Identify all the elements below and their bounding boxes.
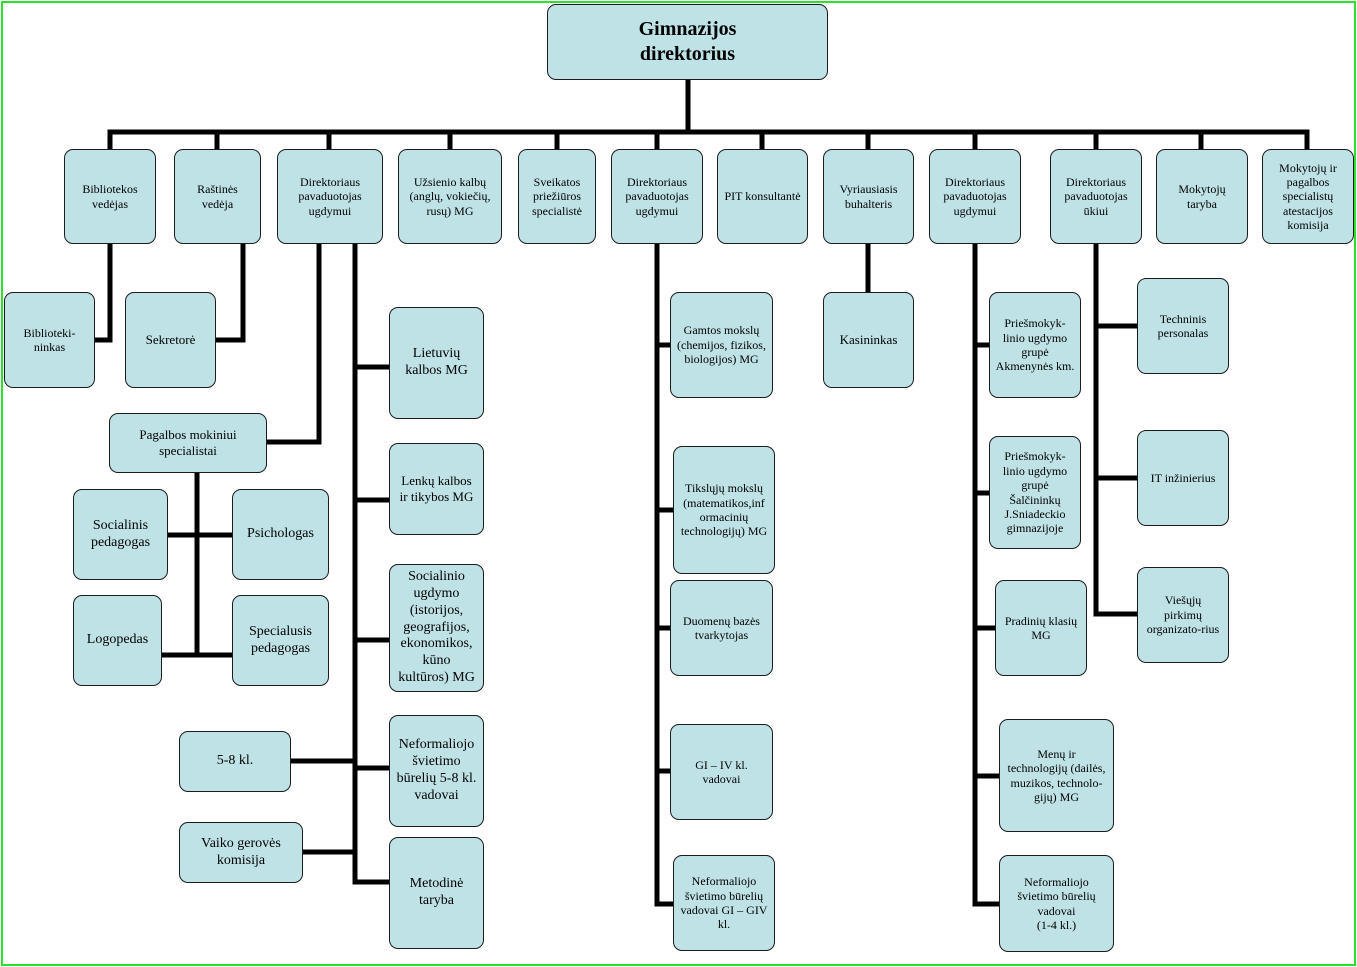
node-kasininkas: Kasininkas xyxy=(823,292,914,388)
node-tiksliuju-mokslu-mg: Tikslųjų mokslų (matematikos,inf ormacin… xyxy=(673,446,775,574)
node-pagalbos-mokiniui-specialistai: Pagalbos mokiniui specialistai xyxy=(109,413,267,473)
node-bibliotekininkas: Biblioteki- ninkas xyxy=(4,292,95,388)
node-lenku-kalbos-mg: Lenkų kalbos ir tikybos MG xyxy=(389,443,484,535)
node-neformaliojo-5-8: Neformaliojo švietimo būrelių 5-8 kl. va… xyxy=(389,715,484,827)
node-specialusis-pedagogas: Specialusis pedagogas xyxy=(232,595,329,686)
node-priesmokyklinio-akmenynes: Priešmokyk- linio ugdymo grupė Akmenynės… xyxy=(989,292,1081,398)
node-duomenu-bazes-tvarkytojas: Duomenų bazės tvarkytojas xyxy=(670,580,773,676)
node-gamtos-mokslu-mg: Gamtos mokslų (chemijos, fizikos, biolog… xyxy=(670,292,773,398)
node-logopedas: Logopedas xyxy=(73,595,162,686)
node-priesmokyklinio-salcininku: Priešmokyk- linio ugdymo grupė Šalčinink… xyxy=(989,436,1081,549)
node-sveikatos-prieziuros: Sveikatos priežiūros specialistė xyxy=(518,149,596,244)
node-pradiniu-klasiu-mg: Pradinių klasių MG xyxy=(995,580,1087,676)
node-5-8-kl: 5-8 kl. xyxy=(179,731,291,792)
node-it-inzinierius: IT inžinierius xyxy=(1137,430,1229,526)
node-rastines-vedeja: Raštinės vedėja xyxy=(174,149,261,244)
node-neformaliojo-gi-giv: Neformaliojo švietimo būrelių vadovai GI… xyxy=(673,855,775,951)
node-pavaduotojas-ugdymui-3: Direktoriaus pavaduotojas ugdymui xyxy=(929,149,1021,244)
node-techninis-personalas: Techninis personalas xyxy=(1137,278,1229,374)
node-vyriausiasis-buhalteris: Vyriausiasis buhalteris xyxy=(823,149,914,244)
node-pavaduotojas-ukiui: Direktoriaus pavaduotojas ūkiui xyxy=(1050,149,1142,244)
node-psichologas: Psichologas xyxy=(232,489,329,580)
node-viesuju-pirkimu-organizatorius: Viešųjų pirkimų organizato-rius xyxy=(1137,567,1229,663)
node-gi-iv-kl-vadovai: GI – IV kl. vadovai xyxy=(670,724,773,820)
node-pavaduotojas-ugdymui-1: Direktoriaus pavaduotojas ugdymui xyxy=(277,149,383,244)
node-socialinis-pedagogas: Socialinis pedagogas xyxy=(73,489,168,580)
node-sekretore: Sekretorė xyxy=(125,292,216,388)
node-neformaliojo-1-4: Neformaliojo švietimo būrelių vadovai (1… xyxy=(999,855,1114,952)
node-atestacijos-komisija: Mokytojų ir pagalbos specialistų atestac… xyxy=(1262,149,1354,244)
node-vaiko-geroves-komisija: Vaiko gerovės komisija xyxy=(179,822,303,883)
node-menu-ir-technologiju-mg: Menų ir technologijų (dailės, muzikos, t… xyxy=(999,719,1114,832)
node-metodine-taryba: Metodinė taryba xyxy=(389,837,484,949)
node-socialinio-ugdymo-mg: Socialinio ugdymo (istorijos, geografijo… xyxy=(389,564,484,692)
node-mokytoju-taryba: Mokytojų taryba xyxy=(1156,149,1248,244)
node-gimnazijos-direktorius: Gimnazijos direktorius xyxy=(547,4,828,80)
node-pit-konsultante: PIT konsultantė xyxy=(717,149,808,244)
node-pavaduotojas-ugdymui-2: Direktoriaus pavaduotojas ugdymui xyxy=(611,149,703,244)
node-lietuviu-kalbos-mg: Lietuvių kalbos MG xyxy=(389,307,484,419)
node-uzsienio-kalbu-mg: Užsienio kalbų (anglų, vokiečių, rusų) M… xyxy=(398,149,502,244)
node-bibliotekos-vedejas: Bibliotekos vedėjas xyxy=(64,149,156,244)
